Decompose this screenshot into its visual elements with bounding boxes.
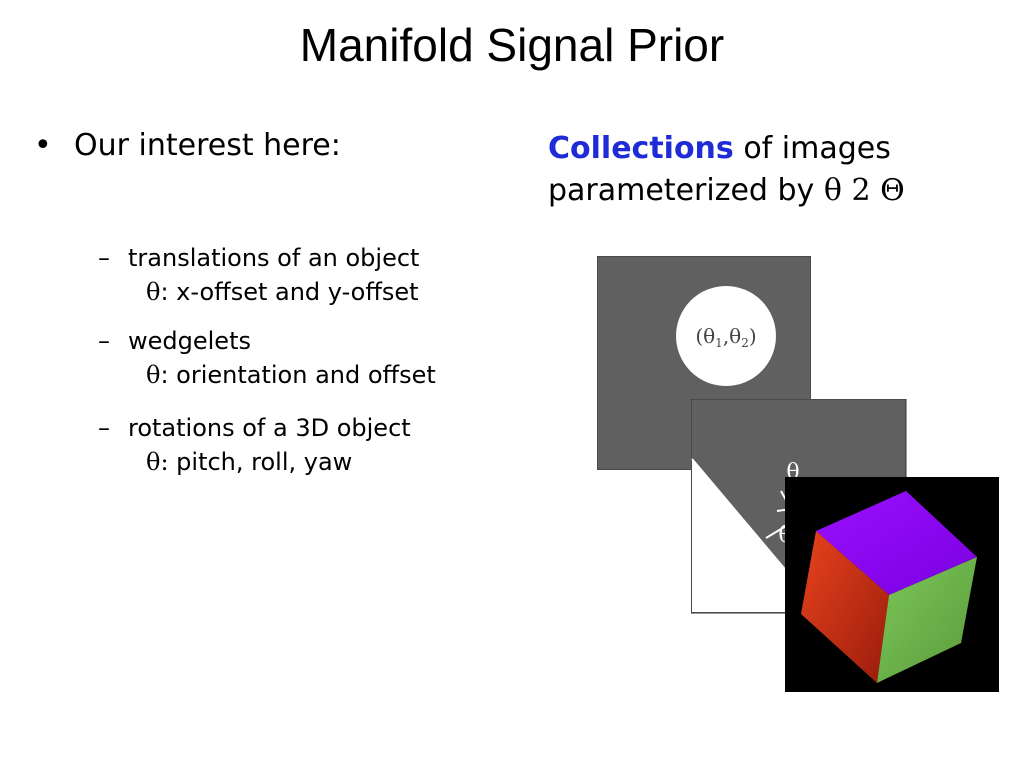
sub-detail-text: : x-offset and y-offset — [160, 278, 419, 306]
sub-detail-text: : orientation and offset — [160, 361, 436, 389]
translation-label: (θ1,θ2) — [695, 324, 756, 350]
sub-detail: θ: pitch, roll, yaw — [146, 448, 411, 476]
parameterized-text: parameterized by — [548, 173, 824, 208]
slide-title: Manifold Signal Prior — [299, 19, 725, 71]
cube-left-face — [801, 531, 889, 683]
parameter-set-math: θ 2 Θ — [823, 173, 905, 208]
cube-figure — [785, 477, 999, 692]
sub-dash: – — [98, 244, 110, 272]
collections-heading: Collections of images parameterized by θ… — [548, 128, 1018, 212]
sub-detail: θ: x-offset and y-offset — [146, 278, 419, 306]
sub-dash: – — [98, 414, 110, 442]
sub-item-translations: –translations of an object θ: x-offset a… — [98, 244, 419, 306]
cube-right-face — [877, 557, 977, 683]
collections-rest: of images — [733, 131, 891, 166]
sub-detail: θ: orientation and offset — [146, 361, 436, 389]
sub-label: translations of an object — [128, 244, 420, 272]
theta-symbol: θ — [146, 278, 161, 306]
sub-dash: – — [98, 327, 110, 355]
theta-symbol: θ — [146, 361, 161, 389]
main-bullet: • Our interest here: — [34, 128, 341, 163]
translated-disk — [676, 286, 776, 386]
bullet-text: Our interest here: — [74, 128, 341, 163]
sub-item-wedgelets: –wedgelets θ: orientation and offset — [98, 327, 436, 389]
collections-highlight: Collections — [548, 131, 734, 166]
sub-label: rotations of a 3D object — [128, 414, 411, 442]
bullet-marker: • — [34, 128, 52, 163]
theta-symbol: θ: — [146, 448, 169, 476]
sub-item-rotations: –rotations of a 3D object θ: pitch, roll… — [98, 414, 411, 476]
sub-detail-text: pitch, roll, yaw — [168, 448, 353, 476]
cube-top-face — [816, 491, 977, 595]
sub-label: wedgelets — [128, 327, 251, 355]
